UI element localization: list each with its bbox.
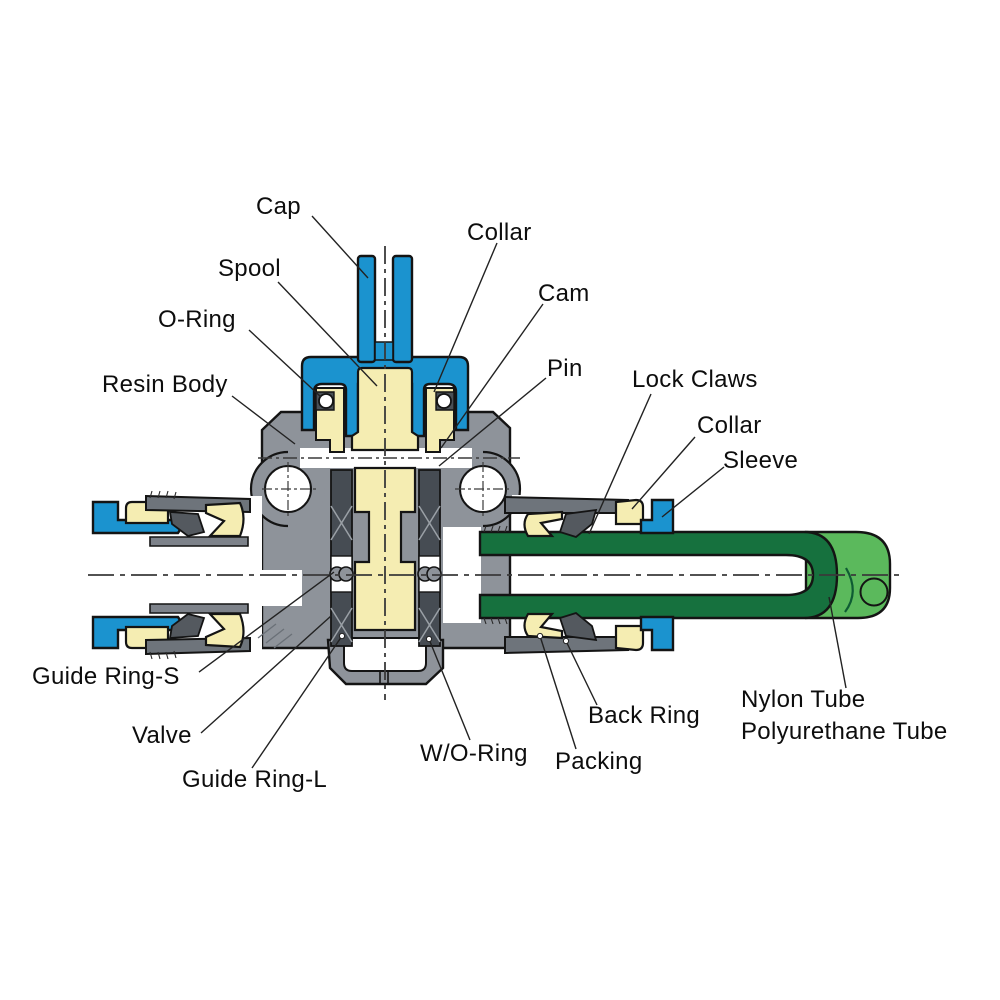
leader-lines — [198, 215, 847, 769]
right-packing-bottom — [523, 612, 564, 640]
label-cam: Cam — [538, 280, 590, 307]
o-ring-left — [318, 393, 334, 409]
tube-shape — [478, 530, 892, 620]
leader-collar-right — [631, 436, 696, 510]
label-spool: Spool — [218, 255, 281, 282]
tube-end-bore — [859, 577, 889, 607]
right-collar-bottom — [614, 624, 645, 652]
left-lock-claw-bottom — [168, 613, 206, 639]
right-lock-claw-top — [558, 508, 598, 539]
leader-cam — [440, 303, 544, 449]
label-collar-right: Collar — [697, 412, 762, 439]
cap-stem-left — [356, 254, 377, 364]
label-resin-body: Resin Body — [102, 371, 228, 398]
cap-collars — [315, 387, 455, 453]
centerlines — [88, 246, 902, 700]
right-sleeve-top — [639, 498, 675, 535]
label-valve: Valve — [132, 722, 192, 749]
leader-o-ring — [248, 329, 322, 398]
leader-guide-ring-s — [198, 571, 335, 673]
label-tube-line1: Nylon Tube — [741, 686, 866, 713]
surface-hatching — [257, 623, 293, 649]
leader-cap — [311, 215, 369, 279]
label-collar-top: Collar — [467, 219, 532, 246]
leader-sleeve — [661, 466, 725, 518]
left-lock-claw-top — [168, 511, 206, 537]
left-packing-top — [204, 501, 245, 538]
cap-shape — [300, 254, 470, 438]
right-collar-top — [614, 498, 645, 526]
guide-rings-right — [417, 469, 442, 647]
label-back-ring: Back Ring — [588, 702, 701, 729]
leader-lock-claws — [588, 393, 652, 535]
label-cap: Cap — [256, 193, 301, 220]
leader-w-o-ring — [428, 638, 471, 741]
cap-slot-floor — [374, 341, 394, 361]
label-w-o-ring: W/O-Ring — [420, 740, 528, 767]
left-packing-bottom — [204, 612, 245, 649]
label-lock-claws: Lock Claws — [632, 366, 758, 393]
label-pin: Pin — [547, 355, 583, 382]
leader-packing — [539, 635, 577, 750]
leader-valve — [200, 615, 332, 734]
label-o-ring: O-Ring — [158, 306, 236, 333]
label-packing: Packing — [555, 748, 643, 775]
leader-collar-top — [433, 242, 498, 393]
label-sleeve: Sleeve — [723, 447, 799, 474]
right-sleeve-bottom — [639, 615, 675, 652]
left-port — [91, 494, 251, 656]
label-tube-line2: Polyurethane Tube — [741, 718, 948, 745]
leader-tube — [828, 596, 847, 689]
right-packing-top — [523, 510, 564, 538]
leader-spool — [277, 281, 378, 387]
leader-resin-body — [231, 395, 296, 445]
label-guide-ring-l: Guide Ring-L — [182, 766, 328, 793]
right-lock-claw-bottom — [558, 611, 598, 642]
cap-stem-right — [391, 254, 414, 364]
leader-pin — [438, 377, 547, 467]
o-ring-right — [436, 393, 452, 409]
guide-rings-left — [329, 469, 354, 647]
leader-back-ring — [565, 640, 598, 706]
tube-cut-walls — [478, 530, 839, 620]
leader-guide-ring-l — [251, 635, 343, 769]
label-guide-ring-s: Guide Ring-S — [32, 663, 180, 690]
serration-ticks — [149, 490, 508, 660]
right-port — [504, 495, 675, 655]
